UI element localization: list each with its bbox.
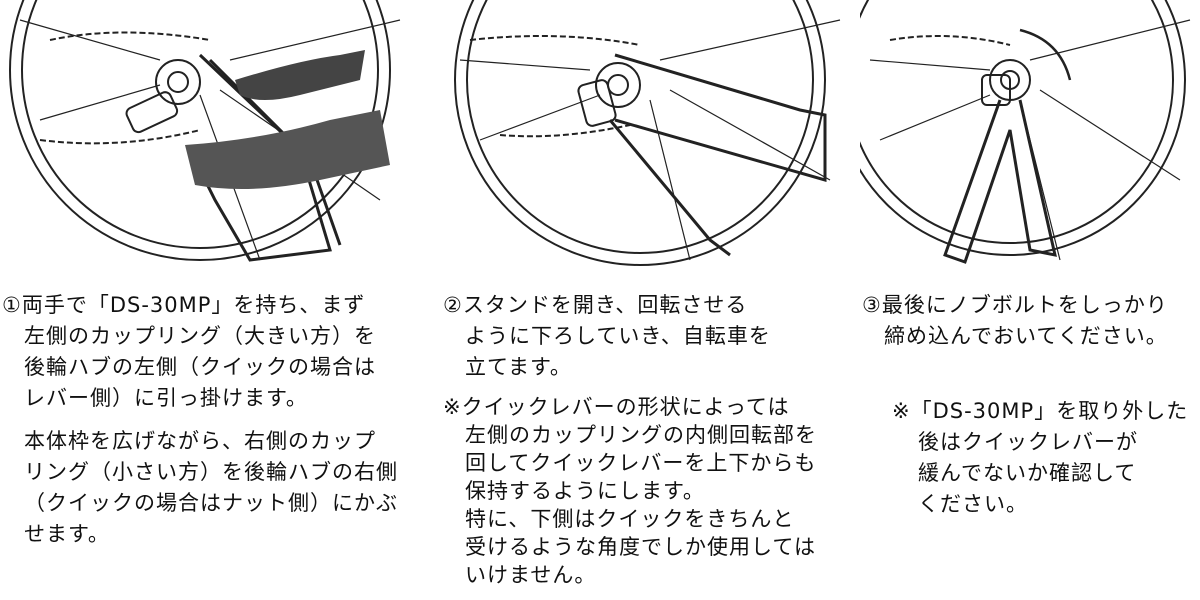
illustration-step-1 — [9, 0, 401, 262]
illustration-step-3 — [860, 0, 1191, 264]
step-2-instructions: ②スタンドを開き、回転させるように下ろしていき、自転車を立てます。※クイックレバ… — [443, 293, 817, 587]
step-3-instructions: ③最後にノブボルトをしっかり締め込んでおいてください。※「DS-30MP」を取り… — [862, 293, 1189, 516]
step-number: ③ — [862, 293, 882, 317]
step-number: ② — [443, 293, 463, 317]
illustration-step-2 — [454, 0, 841, 266]
hand-icon — [185, 110, 390, 189]
step-number: ① — [2, 293, 22, 317]
note-mark: ※ — [443, 395, 462, 419]
step-1-instructions: ①両手で「DS-30MP」を持ち、まず左側のカップリング（大きい方）を後輪ハブの… — [2, 293, 398, 546]
note-mark: ※ — [892, 399, 911, 423]
hand-icon — [235, 50, 365, 100]
